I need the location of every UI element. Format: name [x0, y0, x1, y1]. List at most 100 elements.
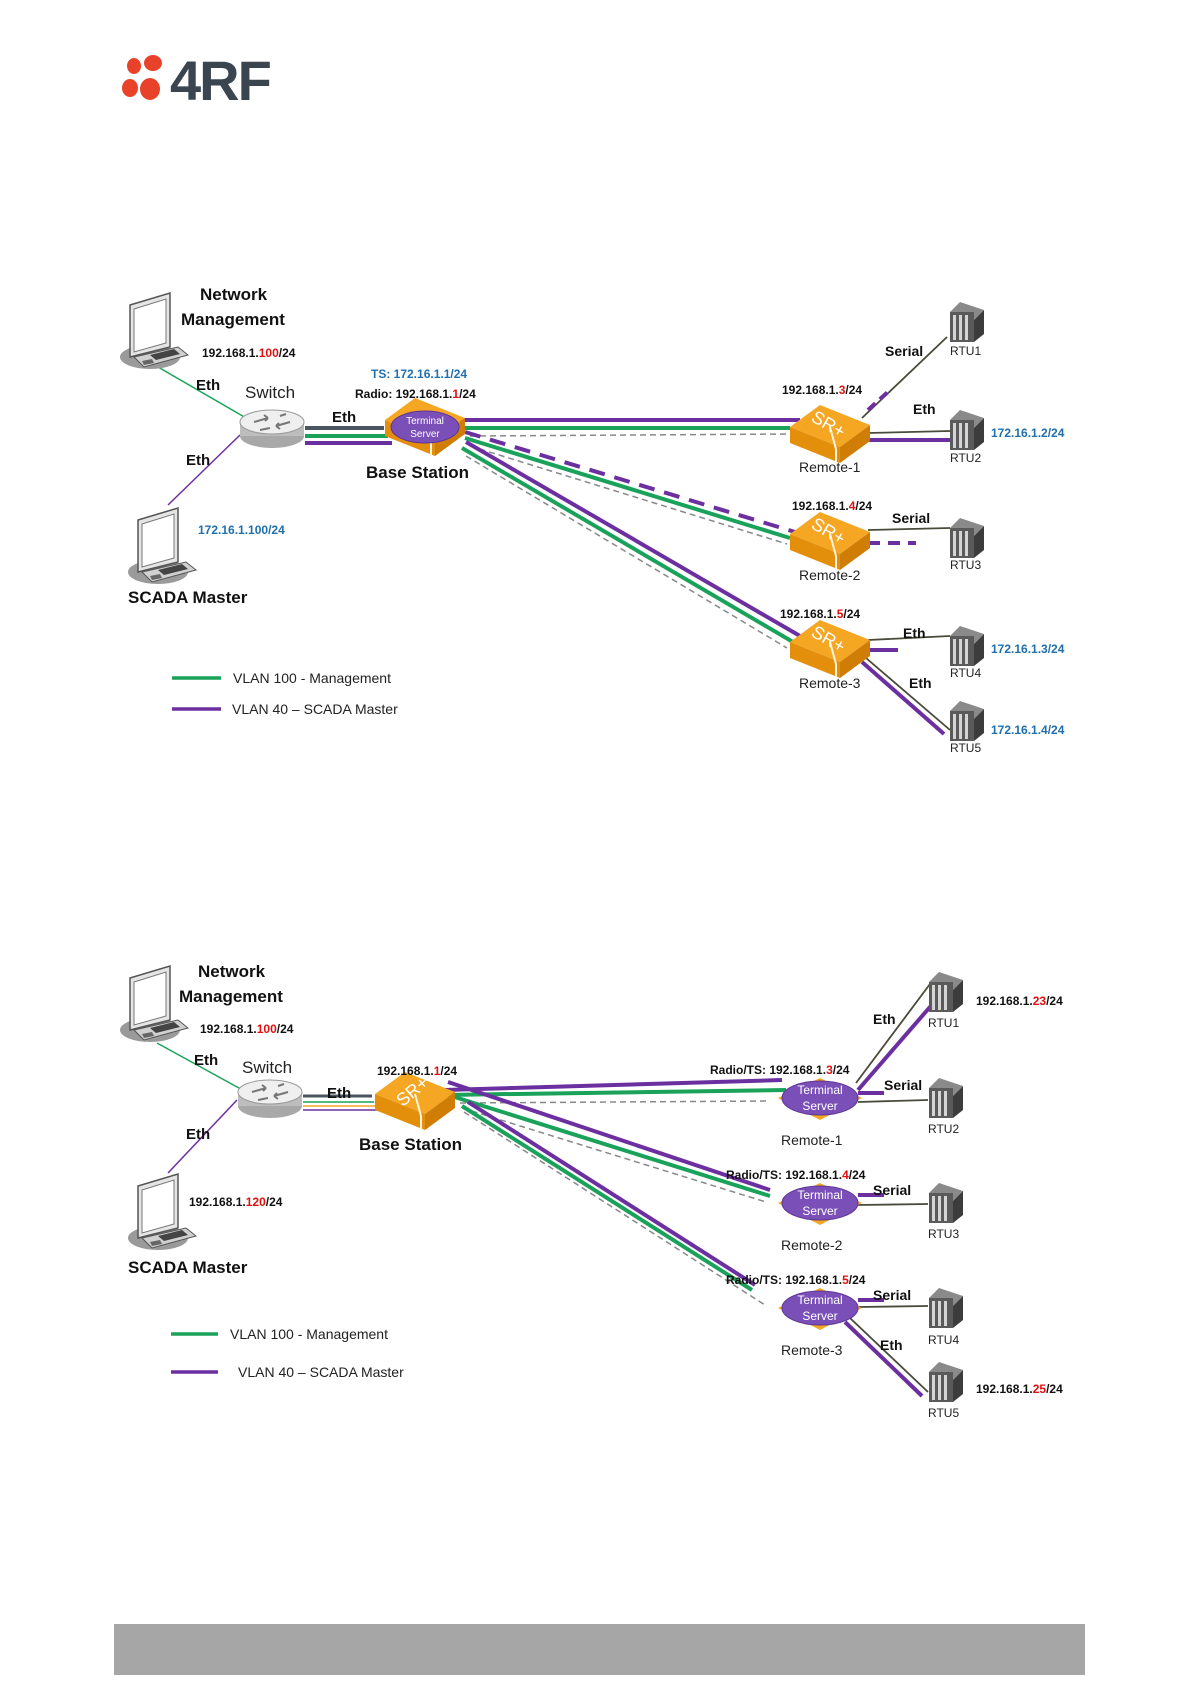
link-label-r3-eth-rtu5: Eth — [909, 675, 932, 691]
rtu4-icon — [929, 1288, 963, 1328]
remote-1-device: SR+ — [789, 404, 871, 464]
link-label-r1-eth: Eth — [873, 1011, 896, 1027]
remote-2-device: SR+ — [789, 511, 871, 571]
scada-ip: 192.168.1.120/24 — [189, 1195, 283, 1209]
rtu1-icon — [950, 302, 984, 342]
rtu-links — [860, 336, 956, 736]
rtu4-label: RTU4 — [928, 1333, 959, 1347]
base-station-device: SR+ — [374, 1071, 456, 1131]
switch-label: Switch — [242, 1058, 292, 1077]
rtu1-label: RTU1 — [928, 1016, 959, 1030]
legend: VLAN 100 - Management VLAN 40 – SCADA Ma… — [172, 670, 398, 717]
radio-links — [460, 418, 802, 649]
rtu2-ip: 172.16.1.2/24 — [991, 426, 1065, 440]
rtu1-label: RTU1 — [950, 344, 981, 358]
rtu5-icon — [929, 1362, 963, 1402]
switch-icon — [237, 1079, 303, 1119]
base-station-title: Base Station — [366, 463, 469, 482]
remote-1-device: Terminal Server — [778, 1078, 862, 1120]
remote-1-label: Remote-1 — [799, 459, 861, 475]
remote-1-ip: Radio/TS: 192.168.1.3/24 — [710, 1063, 850, 1077]
base-radio-ip: Radio: 192.168.1.1/24 — [355, 387, 476, 401]
link-label-r3-serial: Serial — [873, 1287, 911, 1303]
eth-label-scada: Eth — [186, 1126, 210, 1143]
radio-links — [444, 1078, 787, 1306]
legend-label-vlan40: VLAN 40 – SCADA Master — [232, 701, 398, 717]
rtu3-icon — [950, 518, 984, 558]
base-station-device: Terminal Server — [384, 397, 466, 457]
rtu4-ip: 172.16.1.3/24 — [991, 642, 1065, 656]
rtu3-icon — [929, 1183, 963, 1223]
nm-title-line1: Network — [198, 962, 266, 981]
eth-label-scada: Eth — [186, 452, 210, 469]
nm-title-line2: Management — [179, 987, 283, 1006]
link-nm-switch — [157, 366, 254, 423]
link-label-r2-serial: Serial — [892, 510, 930, 526]
remote-3-label: Remote-3 — [799, 675, 861, 691]
legend: VLAN 100 - Management VLAN 40 – SCADA Ma… — [171, 1326, 404, 1380]
link-label-r1-serial: Serial — [885, 343, 923, 359]
scada-master-laptop-icon — [127, 507, 197, 585]
eth-label-nm: Eth — [194, 1052, 218, 1069]
remote-1-label: Remote-1 — [781, 1132, 843, 1148]
nm-title-line1: Network — [200, 285, 268, 304]
scada-master-laptop-icon — [127, 1173, 197, 1251]
remote-1-ip: 192.168.1.3/24 — [782, 383, 862, 397]
legend-label-vlan40: VLAN 40 – SCADA Master — [238, 1364, 404, 1380]
switch-label: Switch — [245, 383, 295, 402]
scada-title: SCADA Master — [128, 1258, 248, 1277]
rtu1-icon — [929, 972, 963, 1012]
remote-2-device: Terminal Server — [778, 1183, 862, 1225]
scada-title: SCADA Master — [128, 588, 248, 607]
rtu5-icon — [950, 701, 984, 741]
rtu-links — [843, 983, 938, 1398]
rtu2-icon — [950, 410, 984, 450]
remote-2-label: Remote-2 — [781, 1237, 843, 1253]
link-scada-switch — [167, 1099, 238, 1174]
legend-label-vlan100: VLAN 100 - Management — [230, 1326, 388, 1342]
rtu1-ip: 192.168.1.23/24 — [976, 994, 1063, 1008]
trunk-switch-base — [305, 426, 392, 445]
base-station-title: Base Station — [359, 1135, 462, 1154]
eth-label-nm: Eth — [196, 377, 220, 394]
link-label-r1-eth: Eth — [913, 401, 936, 417]
nm-title-line2: Management — [181, 310, 285, 329]
remote-2-device-text-line1: Terminal — [797, 1188, 842, 1202]
link-label-r3-eth-rtu4: Eth — [903, 625, 926, 641]
scada-ip: 172.16.1.100/24 — [198, 523, 285, 537]
brand-logo: 4RF — [122, 52, 273, 107]
base-ts-text-line1: Terminal — [406, 416, 444, 427]
remote-1-device-text-line1: Terminal — [797, 1083, 842, 1097]
base-ts-ip: TS: 172.16.1.1/24 — [371, 367, 467, 381]
eth-label-base: Eth — [327, 1085, 351, 1102]
base-device-text: SR+ — [392, 1072, 432, 1110]
remote-2-ip: Radio/TS: 192.168.1.4/24 — [726, 1168, 866, 1182]
rtu2-icon — [929, 1078, 963, 1118]
remote-3-label: Remote-3 — [781, 1342, 843, 1358]
rtu2-label: RTU2 — [928, 1122, 959, 1136]
footer-bar — [114, 1624, 1085, 1675]
diagram-radio-terminal-server: Network Management 192.168.1.100/24 Eth … — [119, 285, 1065, 755]
link-label-r2-serial: Serial — [873, 1182, 911, 1198]
trunk-switch-base — [303, 1094, 378, 1111]
remote-2-device-text-line2: Server — [802, 1204, 837, 1218]
switch-icon — [239, 409, 305, 449]
remote-3-device-text-line1: Terminal — [797, 1293, 842, 1307]
rtu5-label: RTU5 — [928, 1406, 959, 1420]
remote-3-ip: Radio/TS: 192.168.1.5/24 — [726, 1273, 866, 1287]
nm-ip: 192.168.1.100/24 — [202, 346, 296, 360]
rtu5-label: RTU5 — [950, 741, 981, 755]
eth-label-base: Eth — [332, 409, 356, 426]
remote-3-ip: 192.168.1.5/24 — [780, 607, 860, 621]
rtu4-icon — [950, 626, 984, 666]
link-scada-switch — [167, 434, 241, 506]
base-ip: 192.168.1.1/24 — [377, 1064, 457, 1078]
network-management-laptop-icon — [119, 292, 189, 370]
nm-ip: 192.168.1.100/24 — [200, 1022, 294, 1036]
remote-2-label: Remote-2 — [799, 567, 861, 583]
rtu3-label: RTU3 — [950, 558, 981, 572]
legend-label-vlan100: VLAN 100 - Management — [233, 670, 391, 686]
rtu5-ip: 172.16.1.4/24 — [991, 723, 1065, 737]
rtu5-ip: 192.168.1.25/24 — [976, 1382, 1063, 1396]
network-management-laptop-icon — [119, 965, 189, 1043]
